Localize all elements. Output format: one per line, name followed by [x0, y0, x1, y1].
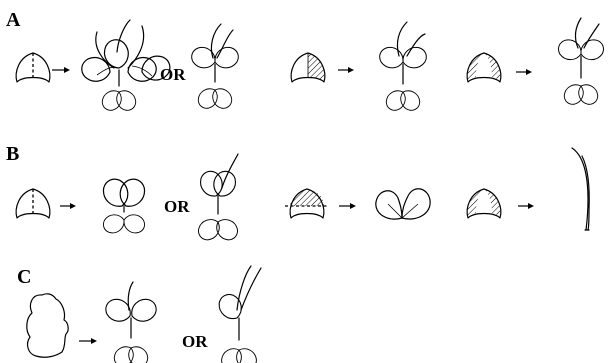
explant-dome-hatched-top	[285, 189, 329, 218]
plantlet-single	[102, 282, 159, 363]
arrow-icon	[516, 69, 532, 75]
plantlet-single	[556, 18, 607, 108]
explant-dome-hatched-sides	[467, 189, 501, 218]
plantlet-single	[194, 154, 241, 244]
or-label: OR	[182, 332, 208, 351]
plantlet-single	[189, 24, 241, 112]
plantlet-single	[377, 22, 429, 114]
arrow-icon	[338, 67, 354, 73]
single-stem	[572, 148, 589, 230]
plantlet-single	[215, 266, 261, 363]
plantlet-two-leaves	[99, 175, 148, 235]
leaf-pair	[376, 189, 430, 219]
arrow-icon	[60, 203, 76, 209]
explant-dome-hatched-half	[291, 53, 325, 82]
or-label: OR	[160, 65, 186, 84]
panel-label-b: B	[6, 143, 19, 165]
explant-dome-hatched-sides	[467, 53, 501, 82]
arrow-icon	[339, 203, 356, 209]
explant-dome-dashed	[16, 189, 50, 218]
panel-label-c: C	[17, 266, 31, 288]
arrow-icon	[518, 203, 534, 209]
arrow-icon	[52, 67, 70, 73]
explant-dome-dashed	[16, 53, 50, 82]
callus-mass	[27, 294, 68, 357]
arrow-icon	[79, 338, 97, 344]
panel-label-a: A	[6, 9, 21, 31]
plantlet-multiple	[80, 20, 173, 114]
or-label: OR	[164, 197, 190, 216]
